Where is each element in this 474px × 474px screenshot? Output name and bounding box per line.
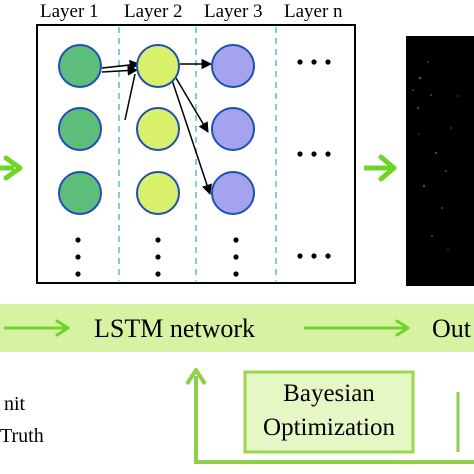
layer-2-node: [136, 44, 180, 88]
layer-3-node: [211, 107, 255, 151]
layer-1-label: Layer 1: [40, 1, 99, 22]
connection-arrow: [101, 59, 141, 71]
layer-1-node: [58, 44, 102, 88]
connection-arrow: [175, 77, 209, 133]
connection-arrow: [101, 65, 139, 76]
lstm-network-label: LSTM network: [94, 314, 255, 343]
band-arrow-left: [4, 319, 70, 337]
layer-3-node: [211, 44, 255, 88]
layer-2-node: [136, 107, 180, 151]
vertical-dots: [233, 237, 239, 277]
connection-arrow: [124, 73, 136, 121]
band-arrow-right: [304, 319, 410, 337]
legend-item-truth: Truth: [0, 425, 44, 447]
legend-item-unit: nit: [4, 393, 26, 415]
ellipsis-dots: [297, 253, 331, 259]
feedback-loop: [185, 368, 474, 464]
output-image: [406, 36, 474, 286]
ellipsis-dots: [297, 151, 331, 157]
output-image-arrow: [364, 154, 397, 182]
layer-2-label: Layer 2: [124, 1, 183, 22]
ellipsis-dots: [297, 59, 331, 65]
optimization-label: Optimization: [263, 414, 395, 441]
layer-connections: [101, 58, 213, 195]
vertical-dots: [155, 237, 161, 277]
output-label: Out: [432, 314, 472, 343]
bayesian-label: Bayesian: [283, 380, 375, 407]
layer-1-node: [58, 107, 102, 151]
vertical-dots: [75, 237, 81, 277]
vertical-ellipses: [75, 237, 239, 277]
input-arrow: [0, 155, 23, 181]
bayesian-optimization-box: [243, 370, 415, 454]
connection-arrow: [171, 79, 212, 195]
layer-2-nodes: [136, 44, 180, 215]
layer-3-label: Layer 3: [204, 1, 263, 22]
layer-3-nodes: [211, 44, 255, 215]
layer-n-label: Layer n: [284, 1, 343, 22]
layer-1-node: [58, 171, 102, 215]
layer-n-ellipses: [297, 59, 331, 259]
layer-1-nodes: [58, 44, 102, 215]
layer-3-node: [211, 171, 255, 215]
layer-2-node: [136, 171, 180, 215]
